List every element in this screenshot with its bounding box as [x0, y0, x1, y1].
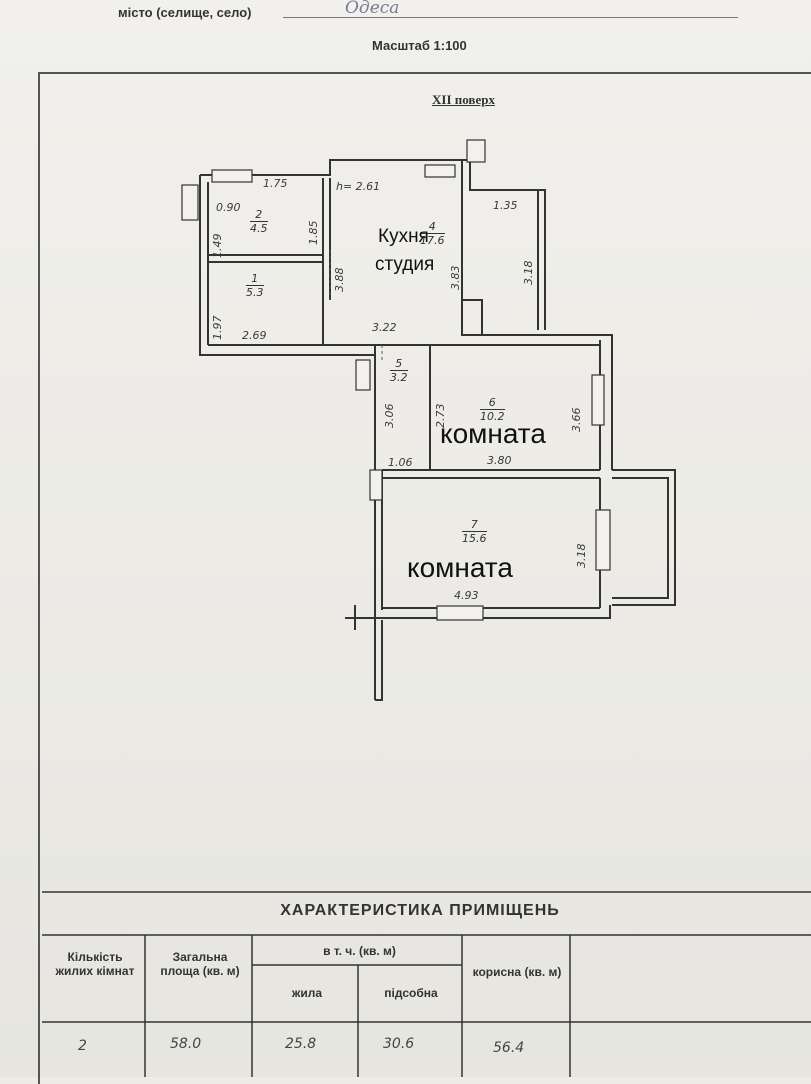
city-value: Одеса	[345, 0, 400, 18]
window-bottom	[436, 605, 484, 621]
col-useful-header: корисна (кв. м)	[472, 965, 562, 979]
window-room6	[591, 374, 605, 426]
scale-label: Масштаб 1:100	[372, 38, 467, 53]
window-kitchen	[424, 164, 456, 178]
col-total-header: Загальна площа (кв. м)	[160, 950, 240, 978]
dim-493: 4.93	[454, 589, 479, 602]
col-living-header: жила	[291, 986, 323, 1000]
floor-label: XII поверх	[432, 92, 495, 107]
col-incl-header: в т. ч. (кв. м)	[323, 944, 396, 958]
dim-322: 3.22	[372, 321, 397, 334]
window-room7	[595, 509, 611, 571]
room-7-label: комната	[407, 552, 513, 583]
characteristics-title: ХАРАКТЕРИСТИКА ПРИМІЩЕНЬ	[280, 902, 560, 919]
kitchen-label-line2: студия	[375, 254, 435, 275]
dim-135: 1.35	[493, 199, 518, 212]
col-rooms-header: Кількість жилих кімнат	[55, 950, 135, 978]
dim-269: 2.69	[242, 329, 267, 342]
col-aux-header: підсобна	[384, 986, 438, 1000]
room-6-label: комната	[440, 418, 546, 449]
document-frame	[38, 72, 811, 1084]
cell-rooms: 2	[78, 1038, 87, 1054]
dim-175: 1.75	[263, 177, 288, 190]
vent-shaft	[466, 139, 486, 163]
kitchen-label-line1: Кухня	[378, 226, 429, 247]
floor-plan	[181, 139, 676, 701]
cell-aux: 30.6	[383, 1036, 415, 1052]
window-top-left	[211, 169, 253, 183]
cell-useful: 56.4	[493, 1040, 525, 1056]
cell-total: 58.0	[170, 1036, 202, 1052]
city-underline	[283, 17, 738, 18]
cell-living: 25.8	[285, 1036, 317, 1052]
outer-wall-left	[199, 175, 375, 356]
dim-380: 3.80	[487, 454, 512, 467]
door-room7	[369, 469, 383, 501]
dim-090: 0.90	[216, 201, 241, 214]
height-note: h= 2.61	[336, 180, 381, 193]
city-label: місто (селище, село)	[118, 5, 252, 20]
dim-106: 1.06	[388, 456, 413, 469]
window-left	[181, 184, 199, 221]
door-bath	[355, 359, 371, 391]
